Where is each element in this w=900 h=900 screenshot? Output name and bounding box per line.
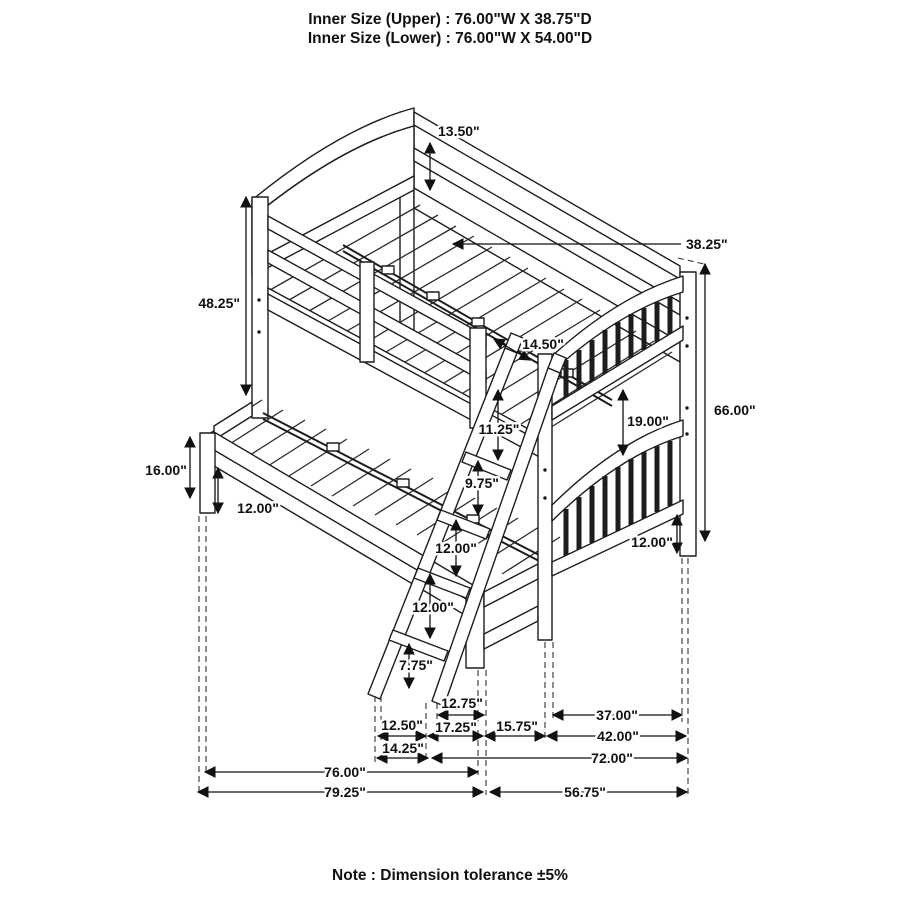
tolerance-note: Note : Dimension tolerance ±5% <box>332 867 568 884</box>
dim-foot-overall: 42.00" <box>597 728 639 744</box>
dimension-arrows <box>184 141 711 798</box>
dim-ladder-step-2: 12.00" <box>412 599 454 615</box>
ladder-step-2 <box>436 509 491 540</box>
dim-inner-width: 76.00" <box>324 764 366 780</box>
lower-bed-footboard-panel <box>483 563 539 650</box>
dim-right-span: 56.75" <box>564 784 606 800</box>
dim-lower-post-height: 16.00" <box>145 462 187 478</box>
dim-footboard-clearance: 12.00" <box>631 534 673 550</box>
dim-footboard-gap: 19.00" <box>627 413 669 429</box>
dim-lower-rail-height: 12.00" <box>237 500 279 516</box>
ladder-step-4 <box>388 629 449 662</box>
dim-head-ladder-offset: 14.25" <box>382 740 424 756</box>
dim-ladder-base-span: 17.25" <box>435 719 477 735</box>
dim-ladder-width: 12.75" <box>441 695 483 711</box>
guard-mid-post <box>359 261 375 363</box>
dim-ladder-step-1: 12.00" <box>435 540 477 556</box>
dim-upper-post-height: 48.25" <box>198 295 240 311</box>
ladder-stringer-right <box>431 367 561 707</box>
dim-mid-section: 15.75" <box>496 718 538 734</box>
ladder <box>367 332 567 707</box>
dimension-labels: 13.50" 38.25" 48.25" 14.50" 11.25" 9.75"… <box>143 121 759 803</box>
dim-ladder-bottom-step: 7.75" <box>399 657 433 673</box>
page-title-line2: Inner Size (Lower) : 76.00"W X 54.00"D <box>308 30 592 47</box>
dim-ladder-foot-offset: 12.50" <box>381 717 423 733</box>
page-title-line1: Inner Size (Upper) : 76.00"W X 38.75"D <box>308 11 591 28</box>
bunk-bed-drawing <box>199 107 697 707</box>
lower-bed <box>199 399 561 669</box>
dim-rail-to-step: 11.25" <box>479 421 520 437</box>
dim-overall-height: 66.00" <box>714 402 756 418</box>
upper-bunk-headboard <box>251 107 415 419</box>
ladder-step-1 <box>461 451 512 481</box>
dim-guard-rail-height: 13.50" <box>438 123 480 139</box>
upper-bunk-guard-rails <box>267 215 546 461</box>
lower-bed-head-rail <box>213 401 253 441</box>
dimension-annotations: 13.50" 38.25" 48.25" 14.50" 11.25" 9.75"… <box>143 121 759 803</box>
footboard-far-post <box>679 271 697 557</box>
dim-foot-section: 37.00" <box>596 707 638 723</box>
lower-bed-left-post <box>199 432 216 514</box>
dim-overall-width: 79.25" <box>324 784 366 800</box>
upper-bunk-footboard <box>257 271 697 641</box>
dim-step-gap: 9.75" <box>465 475 499 491</box>
dim-upper-bed-depth: 38.25" <box>686 236 728 252</box>
dim-ladder-opening: 14.50" <box>522 336 564 352</box>
dim-lower-frame-span: 72.00" <box>591 750 633 766</box>
